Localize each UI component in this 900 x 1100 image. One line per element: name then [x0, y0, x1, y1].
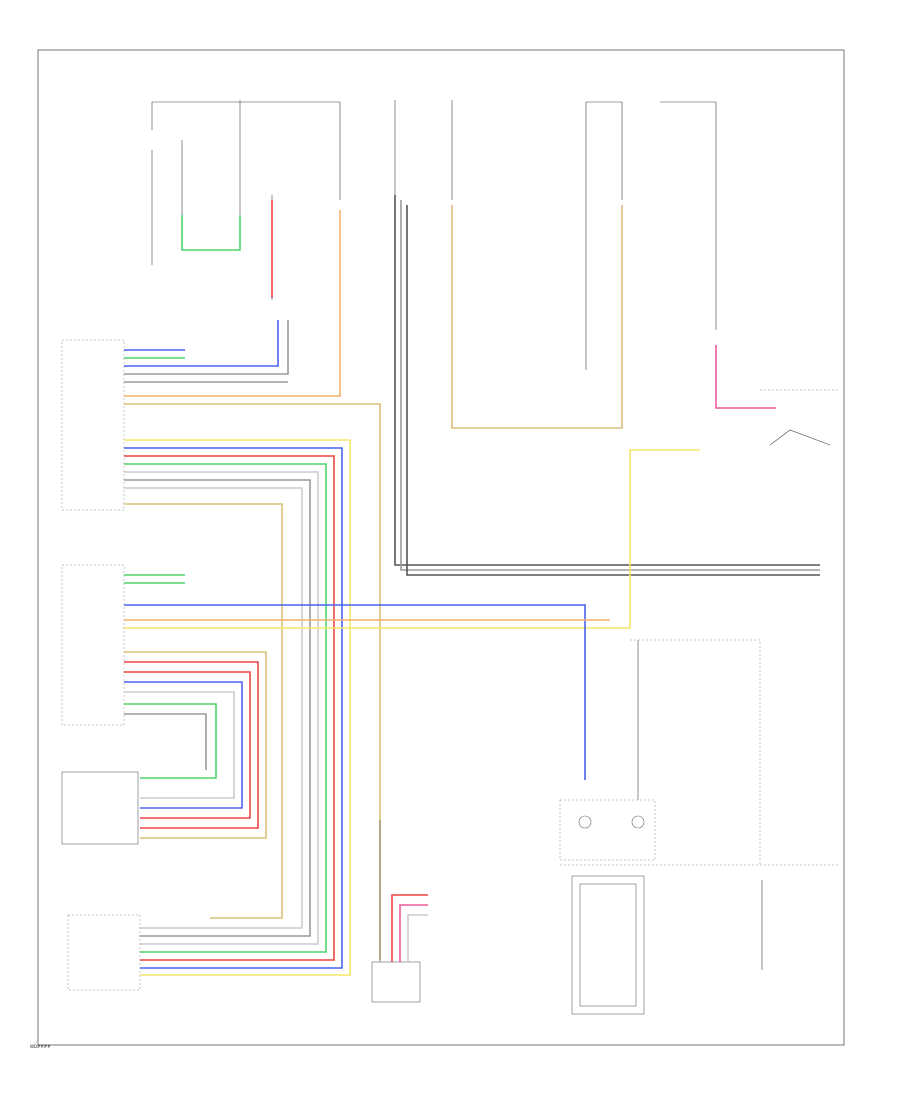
- module-middle-left-pins: [124, 574, 610, 839]
- top-feed-left: [151, 100, 341, 300]
- harness-upper: [124, 439, 351, 976]
- top-feed-mid: [394, 100, 623, 429]
- right-switch: [760, 389, 840, 446]
- page-id: WD####: [30, 1044, 51, 1049]
- module-bottom-left: [67, 914, 141, 991]
- module-upper-left-pins: [124, 210, 381, 960]
- right-lower-components: [559, 640, 840, 1015]
- right-boundary: [630, 639, 761, 865]
- center-bottom-component: [371, 820, 428, 1003]
- wire-yellow-right: [124, 449, 700, 629]
- module-upper-left: [61, 339, 125, 511]
- diagram-frame: [37, 49, 845, 1046]
- gray-bus: [394, 195, 820, 576]
- sensor-lower-left: [61, 771, 139, 845]
- module-middle-left: [61, 564, 125, 726]
- top-feed-right: [585, 101, 776, 409]
- switch-block-right: [571, 875, 645, 1015]
